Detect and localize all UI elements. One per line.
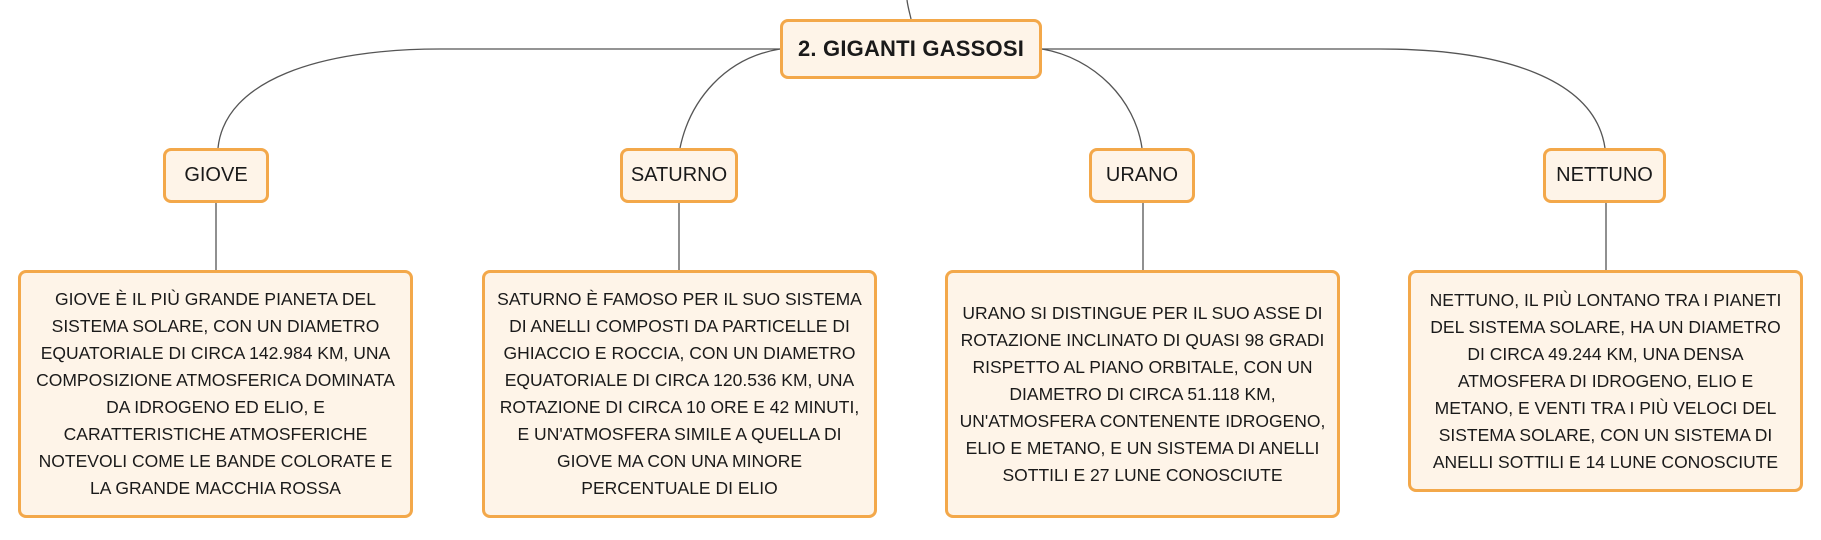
topic-nettuno-label: NETTUNO: [1556, 164, 1653, 186]
topic-giove-label: GIOVE: [184, 164, 248, 186]
connector-root-to-urano: [1041, 48, 1143, 149]
topic-nettuno[interactable]: NETTUNO: [1543, 148, 1666, 203]
topic-urano[interactable]: URANO: [1089, 148, 1195, 203]
subtopic-urano-description[interactable]: URANO SI DISTINGUE PER IL SUO ASSE DI RO…: [945, 270, 1340, 518]
connector-root-to-saturno: [679, 48, 781, 149]
topic-saturno[interactable]: SATURNO: [620, 148, 738, 203]
topic-giove[interactable]: GIOVE: [163, 148, 269, 203]
nettuno-description-text: NETTUNO, IL PIÙ LONTANO TRA I PIANETI DE…: [1429, 289, 1782, 472]
connector-root-to-giove: [217, 48, 780, 149]
urano-description-text: URANO SI DISTINGUE PER IL SUO ASSE DI RO…: [959, 302, 1326, 485]
subtopic-saturno-description[interactable]: SATURNO È FAMOSO PER IL SUO SISTEMA DI A…: [482, 270, 877, 518]
subtopic-nettuno-description[interactable]: NETTUNO, IL PIÙ LONTANO TRA I PIANETI DE…: [1408, 270, 1803, 492]
topic-urano-label: URANO: [1105, 164, 1179, 186]
subtopic-giove-description[interactable]: GIOVE È IL PIÙ GRANDE PIANETA DEL SISTEM…: [18, 270, 413, 518]
root-topic-giganti-gassosi[interactable]: 2. GIGANTI GASSOSI: [780, 19, 1042, 79]
connector-root-to-nettuno: [1042, 48, 1606, 149]
giove-description-text: GIOVE È IL PIÙ GRANDE PIANETA DEL SISTEM…: [36, 289, 395, 498]
topic-saturno-label: SATURNO: [630, 164, 728, 186]
connector-parent-to-root: [906, 0, 912, 20]
saturno-description-text: SATURNO È FAMOSO PER IL SUO SISTEMA DI A…: [497, 289, 862, 498]
root-topic-label: 2. GIGANTI GASSOSI: [797, 36, 1025, 61]
